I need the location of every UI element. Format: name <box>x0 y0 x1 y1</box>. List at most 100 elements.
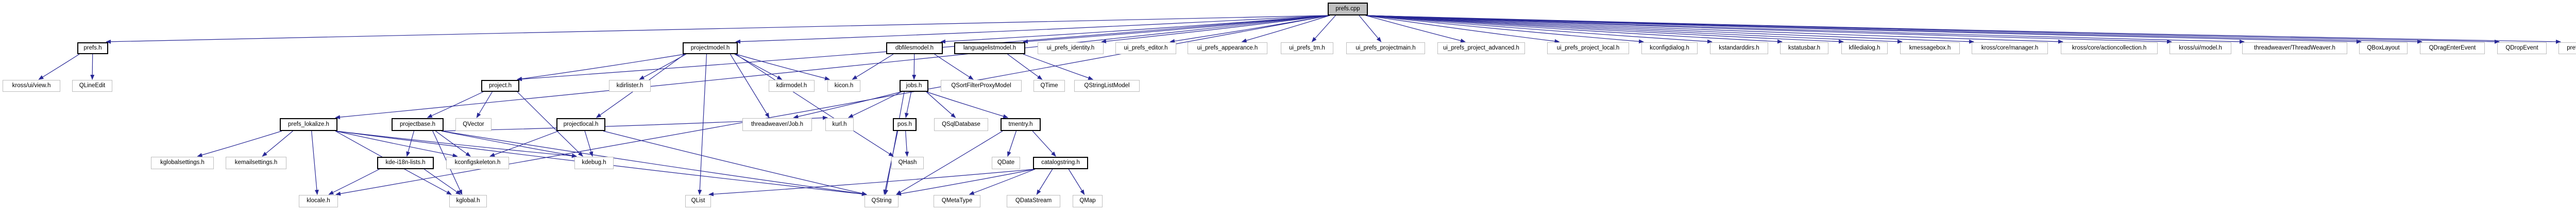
graph-node-kconfigdialog_h[interactable]: kconfigdialog.h <box>1641 42 1698 54</box>
graph-node-kglobalsettings_h[interactable]: kglobalsettings.h <box>151 157 214 169</box>
edge-prefs_cpp-to-languagelistmodel_h <box>1023 15 1330 44</box>
graph-node-qdatastream[interactable]: QDataStream <box>1007 195 1060 207</box>
graph-node-prefs_cpp[interactable]: prefs.cpp <box>1328 3 1368 15</box>
graph-node-kurl_h[interactable]: kurl.h <box>825 118 854 131</box>
graph-node-qvector[interactable]: QVector <box>455 118 492 131</box>
graph-node-qdropevent[interactable]: QDropEvent <box>2497 42 2547 54</box>
graph-node-prefs_moc[interactable]: prefs.moc <box>2558 42 2576 54</box>
graph-node-languagelistmodel_h[interactable]: languagelistmodel.h <box>954 42 1025 54</box>
edge-prefs_cpp-to-kmessagebox_h <box>1365 15 1903 44</box>
graph-node-kmessagebox_h[interactable]: kmessagebox.h <box>1900 42 1960 54</box>
graph-node-kross_core_manager_h[interactable]: kross/core/manager.h <box>1972 42 2048 54</box>
edge-prefs_lokalize_h-to-kglobalsettings_h <box>197 131 282 157</box>
graph-node-kstandarddirs_h[interactable]: kstandarddirs.h <box>1710 42 1768 54</box>
graph-node-kstatusbar_h[interactable]: kstatusbar.h <box>1780 42 1828 54</box>
graph-node-qlist[interactable]: QList <box>685 195 711 207</box>
graph-node-kglobal_h[interactable]: kglobal.h <box>449 195 487 207</box>
graph-node-catalogstring_h[interactable]: catalogstring.h <box>1033 157 1088 169</box>
graph-node-ui_prefs_projectmain_h[interactable]: ui_prefs_projectmain.h <box>1346 42 1425 54</box>
graph-node-kemailsettings_h[interactable]: kemailsettings.h <box>226 157 286 169</box>
graph-node-threadweaver_job_h[interactable]: threadweaver/Job.h <box>742 118 812 131</box>
edge-kde_i18n_lists_h-to-kglobal_h <box>424 169 461 195</box>
edge-catalogstring_h-to-qstring <box>896 169 1036 196</box>
graph-node-qmetatype[interactable]: QMetaType <box>934 195 980 207</box>
edge-prefs_cpp-to-ui_prefs_appearance_h <box>1241 15 1330 43</box>
edge-prefs_cpp-to-kstandarddirs_h <box>1365 15 1713 44</box>
graph-node-kdirlister_h[interactable]: kdirlister.h <box>609 80 651 92</box>
graph-node-pos_h[interactable]: pos.h <box>893 118 917 131</box>
graph-node-kdirmodel_h[interactable]: kdirmodel.h <box>769 80 815 92</box>
graph-node-kdebug_h[interactable]: kdebug.h <box>574 157 614 169</box>
graph-node-prefs_lokalize_h[interactable]: prefs_lokalize.h <box>280 118 337 131</box>
graph-node-prefs_h[interactable]: prefs.h <box>77 42 108 54</box>
edge-prefs_h-to-qlineedit <box>90 54 95 80</box>
graph-node-qtime[interactable]: QTime <box>1033 80 1065 92</box>
edge-prefs_cpp-to-ui_prefs_tm_h <box>1311 15 1336 42</box>
edge-prefs_cpp-to-ui_prefs_project_advanced_h <box>1365 15 1466 43</box>
edge-prefs_lokalize_h-to-kemailsettings_h <box>262 131 293 157</box>
edge-jobs_h-to-threadweaver_job_h <box>793 91 902 119</box>
edge-catalogstring_h-to-qdatastream <box>1036 169 1053 195</box>
edge-prefs_cpp-to-dbfilesmodel_h <box>940 15 1330 44</box>
graph-node-kde_i18n_lists_h[interactable]: kde-i18n-lists.h <box>377 157 434 169</box>
edge-projectmodel_h-to-qlist <box>698 54 707 195</box>
edge-prefs_cpp-to-ui_prefs_project_local_h <box>1365 15 1560 43</box>
graph-node-ui_prefs_tm_h[interactable]: ui_prefs_tm.h <box>1281 42 1333 54</box>
edge-project_h-to-kdebug_h <box>517 91 583 157</box>
edge-projectbase_h-to-kde_i18n_lists_h <box>406 131 415 157</box>
graph-node-kross_ui_view_h[interactable]: kross/ui/view.h <box>3 80 60 92</box>
graph-node-kconfigskeleton_h[interactable]: kconfigskeleton.h <box>446 157 509 169</box>
edge-prefs_cpp-to-qdragenterevent <box>1365 15 2422 44</box>
edge-prefs_cpp-to-kfiledialog_h <box>1365 15 1844 44</box>
edge-projectlocal_h-to-kconfigskeleton_h <box>489 131 559 157</box>
edge-prefs_cpp-to-kross_core_actioncollection_h <box>1365 15 2063 44</box>
graph-node-ui_prefs_project_local_h[interactable]: ui_prefs_project_local.h <box>1547 42 1629 54</box>
edge-prefs_cpp-to-kross_core_manager_h <box>1365 15 1974 44</box>
graph-node-kicon_h[interactable]: kicon.h <box>827 80 860 92</box>
edge-prefs_cpp-to-kross_ui_model_h <box>1365 15 2172 44</box>
graph-node-ui_prefs_identity_h[interactable]: ui_prefs_identity.h <box>1038 42 1104 54</box>
graph-node-qdragenterevent[interactable]: QDragEnterEvent <box>2420 42 2485 54</box>
edge-tmentry_h-to-catalogstring_h <box>1032 131 1056 157</box>
graph-node-qsqldatabase[interactable]: QSqlDatabase <box>934 118 988 131</box>
edge-project_h-to-projectbase_h <box>427 91 484 118</box>
edge-tmentry_h-to-qstring <box>896 131 1003 195</box>
graph-node-projectbase_h[interactable]: projectbase.h <box>392 118 444 131</box>
edge-prefs_cpp-to-kconfigdialog_h <box>1365 15 1644 44</box>
edge-catalogstring_h-to-qmetatype <box>969 169 1036 195</box>
graph-node-ui_prefs_project_advanced_h[interactable]: ui_prefs_project_advanced.h <box>1437 42 1525 54</box>
graph-node-project_h[interactable]: project.h <box>481 80 519 92</box>
graph-node-qlineedit[interactable]: QLineEdit <box>72 80 112 92</box>
graph-node-threadweaver_threadweaver_h[interactable]: threadweaver/ThreadWeaver.h <box>2242 42 2347 54</box>
edge-prefs_cpp-to-projectmodel_h <box>735 15 1330 44</box>
edge-pos_h-to-qstring <box>883 131 899 195</box>
graph-node-ui_prefs_editor_h[interactable]: ui_prefs_editor.h <box>1115 42 1176 54</box>
edge-languagelistmodel_h-to-qstringlistmodel <box>1023 54 1094 80</box>
graph-node-kross_core_actioncollection_h[interactable]: kross/core/actioncollection.h <box>2061 42 2158 54</box>
edge-prefs_cpp-to-ui_prefs_projectmain_h <box>1359 15 1382 42</box>
graph-node-kross_ui_model_h[interactable]: kross/ui/model.h <box>2170 42 2231 54</box>
graph-node-dbfilesmodel_h[interactable]: dbfilesmodel.h <box>886 42 943 54</box>
edge-kde_i18n_lists_h-to-klocale_h <box>328 169 380 195</box>
graph-node-qdate[interactable]: QDate <box>992 157 1020 169</box>
graph-node-qmap[interactable]: QMap <box>1073 195 1103 207</box>
graph-node-qhash[interactable]: QHash <box>891 157 924 169</box>
graph-node-klocale_h[interactable]: klocale.h <box>299 195 338 207</box>
edge-prefs_lokalize_h-to-kdebug_h <box>335 131 577 158</box>
graph-node-ui_prefs_appearance_h[interactable]: ui_prefs_appearance.h <box>1188 42 1267 54</box>
graph-node-jobs_h[interactable]: jobs.h <box>900 80 928 92</box>
graph-node-kfiledialog_h[interactable]: kfiledialog.h <box>1841 42 1888 54</box>
edge-languagelistmodel_h-to-qtime <box>1007 54 1043 80</box>
graph-node-qboxlayout[interactable]: QBoxLayout <box>2359 42 2408 54</box>
edge-jobs_h-to-kurl_h <box>848 91 902 118</box>
graph-node-qstring[interactable]: QString <box>865 195 899 207</box>
graph-node-qsortfilterproxymodel[interactable]: QSortFilterProxyModel <box>941 80 1022 92</box>
edge-projectmodel_h-to-qhash <box>735 54 894 157</box>
graph-node-projectlocal_h[interactable]: projectlocal.h <box>556 118 605 131</box>
graph-node-tmentry_h[interactable]: tmentry.h <box>1001 118 1041 131</box>
graph-node-qstringlistmodel[interactable]: QStringListModel <box>1074 80 1140 92</box>
graph-node-projectmodel_h[interactable]: projectmodel.h <box>683 42 738 54</box>
